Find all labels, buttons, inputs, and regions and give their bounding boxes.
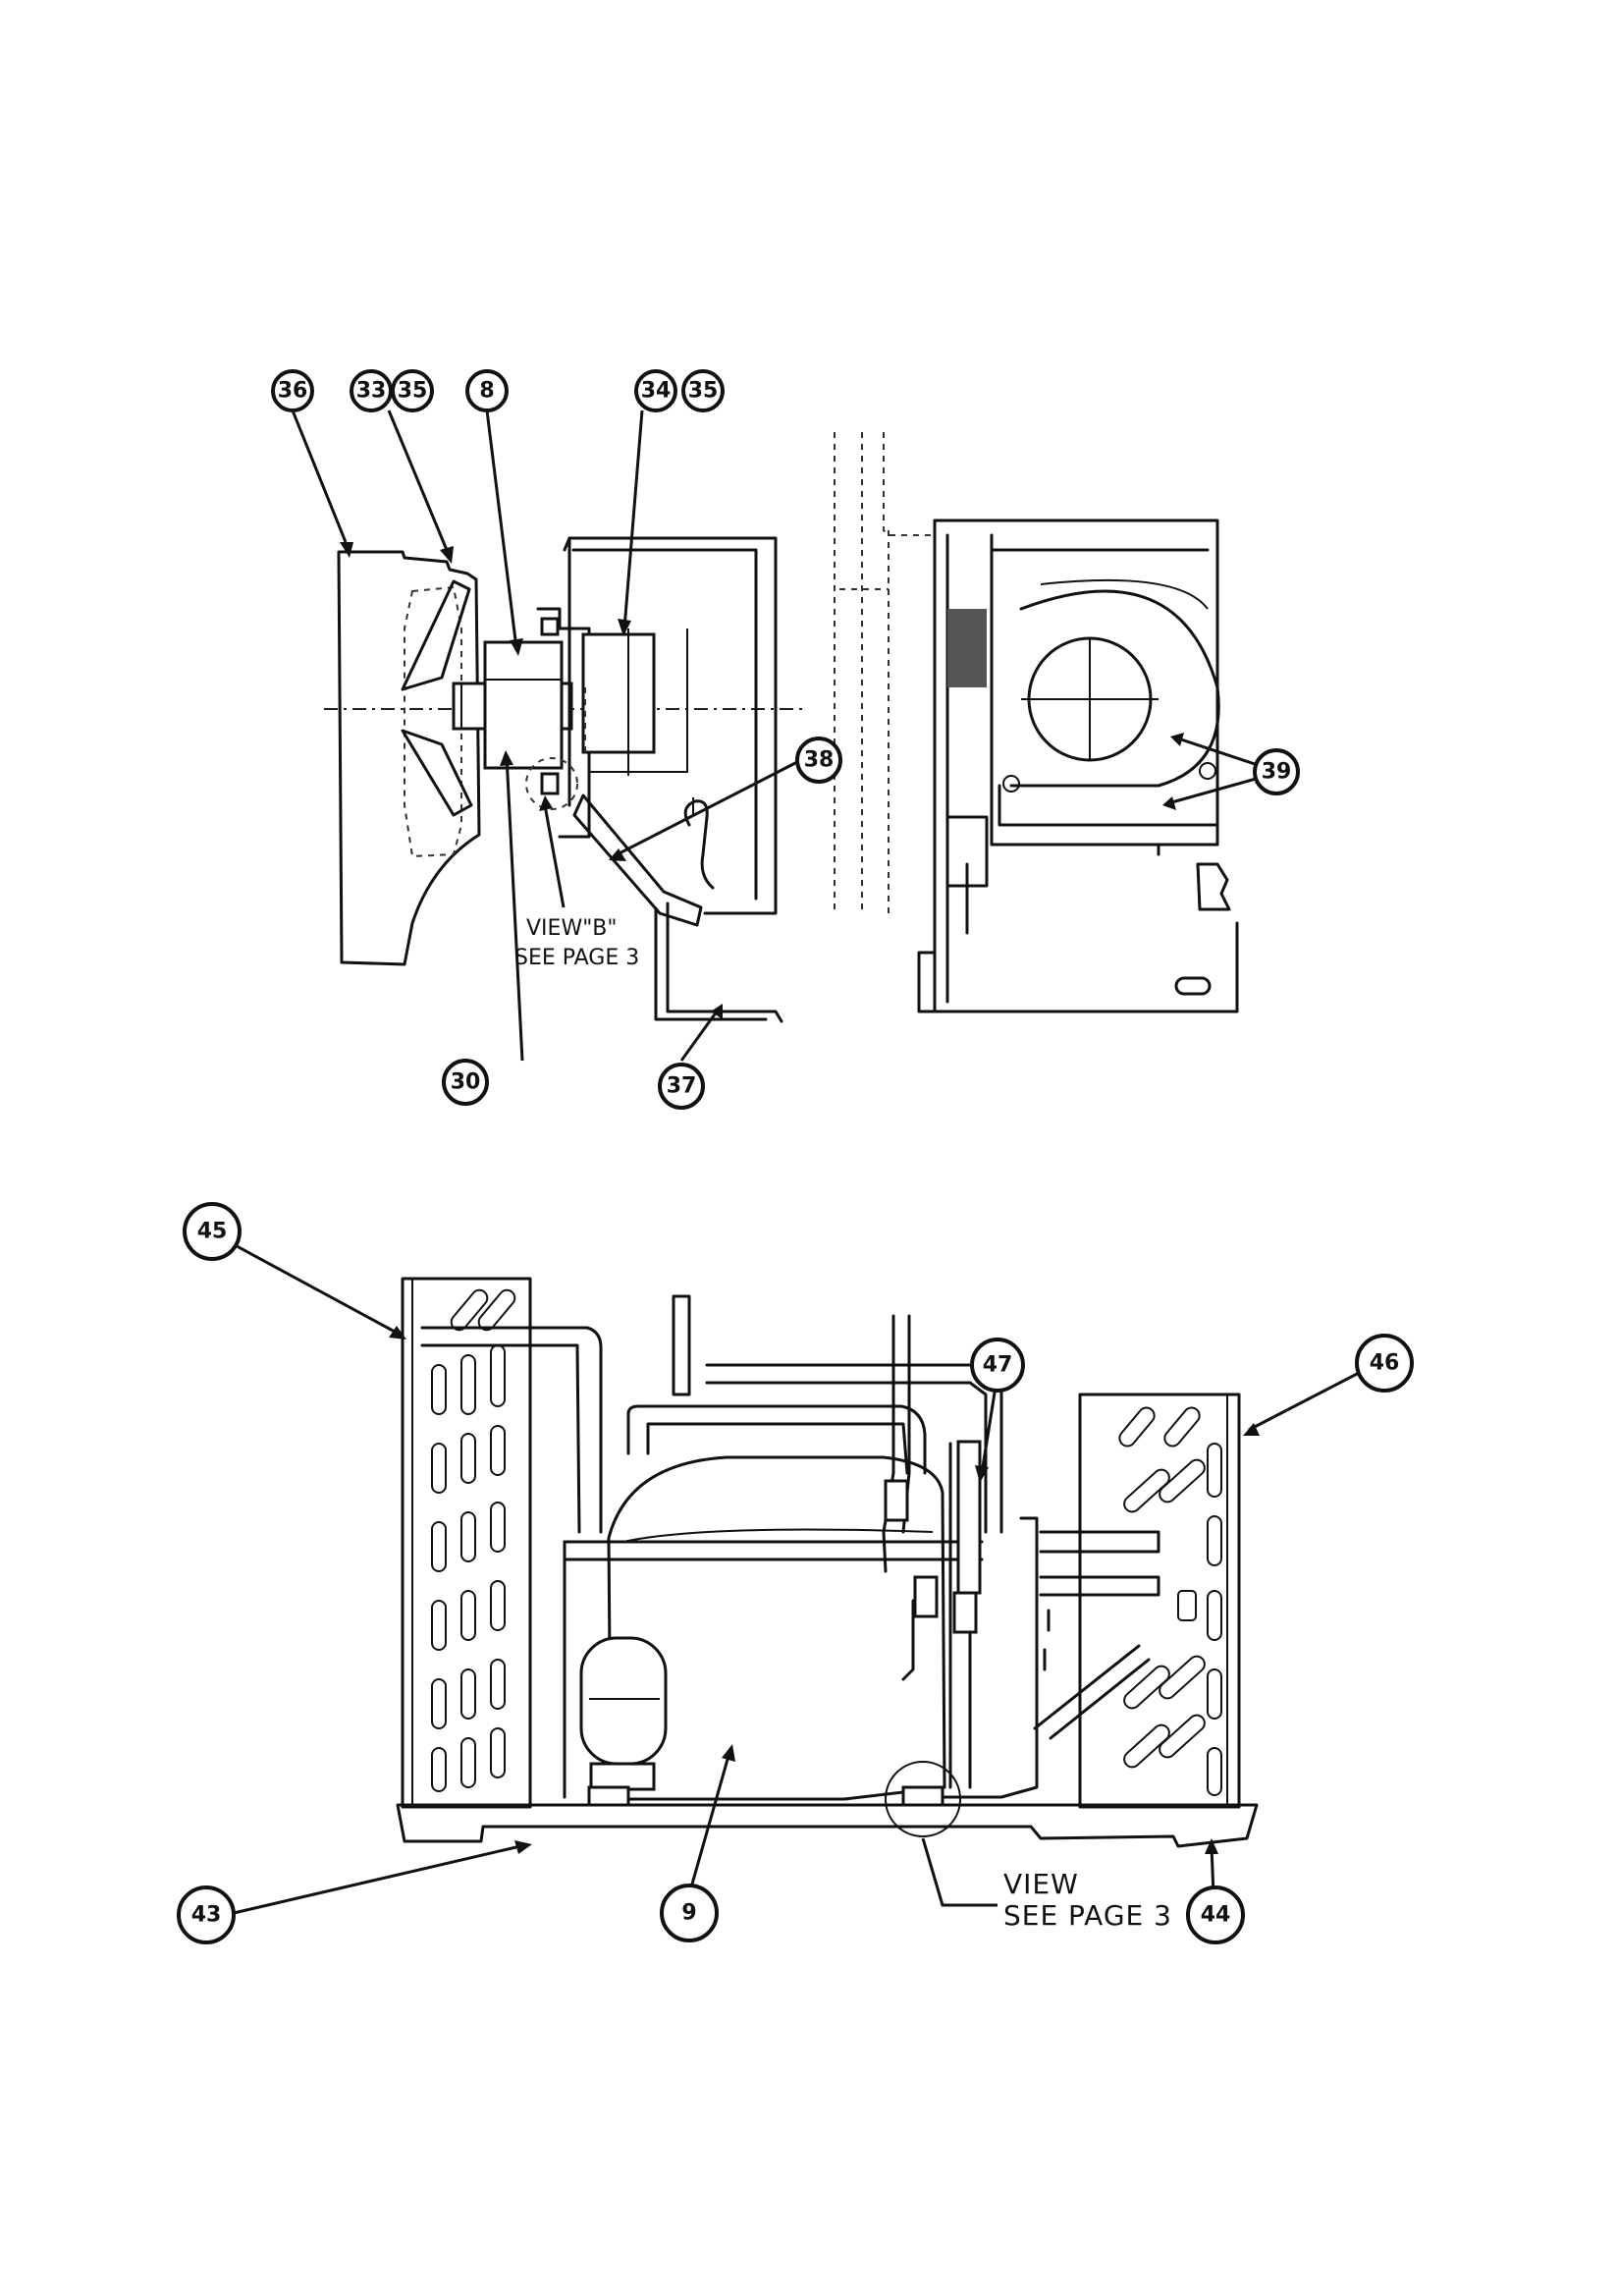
svg-text:45: 45 <box>197 1220 228 1244</box>
callout-45: 45 <box>183 1202 242 1261</box>
blower-grille <box>947 609 987 687</box>
svg-text:9: 9 <box>681 1901 696 1926</box>
callout-36: 36 <box>271 369 314 412</box>
callout-8: 8 <box>465 369 509 412</box>
svg-text:46: 46 <box>1370 1351 1400 1376</box>
svg-text:47: 47 <box>983 1353 1013 1378</box>
view-b-label: VIEW"B" <box>526 916 618 941</box>
svg-text:44: 44 <box>1201 1903 1231 1928</box>
svg-text:30: 30 <box>451 1070 481 1095</box>
callout-35-upper-left: 35 <box>391 369 434 412</box>
view-page-ref: SEE PAGE 3 <box>1003 1899 1172 1932</box>
callout-43: 43 <box>177 1886 236 1944</box>
svg-text:35: 35 <box>398 379 428 404</box>
svg-text:33: 33 <box>356 379 387 404</box>
compressor-coil-assembly <box>396 1277 1259 1848</box>
callout-9: 9 <box>660 1884 719 1942</box>
callout-37: 37 <box>658 1063 705 1110</box>
callout-35-upper-right: 35 <box>681 369 725 412</box>
svg-text:39: 39 <box>1262 760 1292 785</box>
callout-38: 38 <box>795 737 842 784</box>
callout-44: 44 <box>1186 1886 1245 1944</box>
svg-text:37: 37 <box>667 1074 697 1099</box>
svg-text:36: 36 <box>278 379 308 404</box>
svg-text:38: 38 <box>804 748 835 773</box>
svg-text:8: 8 <box>479 379 494 404</box>
svg-text:35: 35 <box>688 379 719 404</box>
leader-lines <box>227 410 1360 1915</box>
callout-30: 30 <box>442 1059 489 1106</box>
blower-housing-assembly <box>834 432 1239 1013</box>
callout-33: 33 <box>350 369 393 412</box>
right-coil-slots <box>1118 1406 1222 1796</box>
callout-34: 34 <box>634 369 677 412</box>
view-b-page-ref: SEE PAGE 3 <box>514 946 639 970</box>
left-coil-slots <box>431 1288 516 1792</box>
svg-text:43: 43 <box>191 1903 222 1928</box>
callout-39: 39 <box>1253 748 1300 795</box>
svg-text:34: 34 <box>641 379 672 404</box>
callout-46: 46 <box>1355 1334 1414 1393</box>
callout-47: 47 <box>970 1338 1025 1393</box>
view-label: VIEW <box>1003 1868 1079 1900</box>
